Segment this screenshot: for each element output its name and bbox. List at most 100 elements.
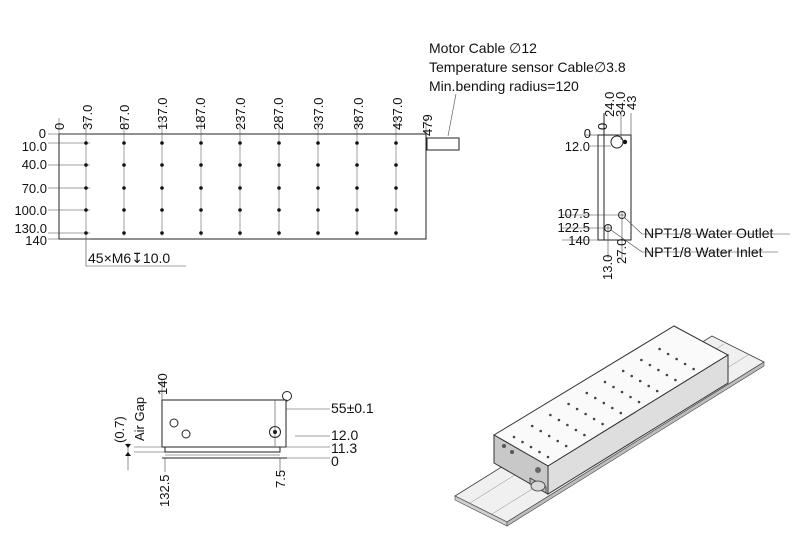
iso-hole	[567, 402, 570, 406]
mounting-hole	[84, 163, 88, 167]
side-x-dim-24: 24.0	[602, 92, 617, 117]
iso-hole	[538, 450, 541, 454]
motor-cable-note: Motor Cable ∅12	[429, 40, 537, 56]
iso-hole	[601, 422, 604, 426]
end-dim-0: 0	[331, 453, 339, 469]
top-y-dim-40: 40.0	[22, 157, 47, 172]
mounting-hole	[199, 163, 203, 167]
mounting-hole	[277, 231, 281, 235]
mounting-hole	[355, 231, 359, 235]
mounting-hole	[316, 163, 320, 167]
top-view: 0 37.0 87.0 137.0 187.0 237.0 287.0 337.…	[14, 97, 460, 267]
iso-hole	[612, 385, 615, 389]
iso-hole	[556, 439, 559, 443]
end-dim-55: 55±0.1	[331, 400, 374, 416]
mounting-hole	[122, 186, 126, 190]
mounting-hole	[238, 141, 242, 145]
mounting-hole	[355, 186, 359, 190]
mounting-hole	[199, 231, 203, 235]
top-x-dim-437: 437.0	[390, 97, 405, 130]
mounting-hole	[394, 231, 398, 235]
iso-coil-end-face	[493, 434, 549, 495]
mounting-hole	[84, 208, 88, 212]
side-bottom-dim-27: 27.0	[614, 239, 629, 264]
iso-hole	[529, 445, 533, 449]
iso-hole	[640, 358, 643, 362]
iso-hole	[675, 357, 678, 361]
top-x-dim-0: 0	[52, 123, 67, 130]
iso-hole-grid	[512, 347, 695, 459]
mounting-hole	[238, 186, 242, 190]
iso-hole	[574, 428, 578, 432]
iso-hole	[674, 378, 677, 382]
top-view-y-extension-lines	[48, 133, 90, 240]
mounting-hole	[277, 208, 281, 212]
side-x-dim-34: 34.0	[613, 92, 628, 117]
bending-radius-note: Min.bending radius=120	[429, 78, 579, 94]
mounting-hole	[316, 208, 320, 212]
cable-gland	[426, 137, 460, 151]
mounting-hole	[238, 231, 242, 235]
end-top-dim-140: 140	[155, 373, 170, 395]
iso-hole	[665, 373, 669, 377]
mounting-hole	[238, 208, 242, 212]
iso-hole	[602, 401, 606, 405]
end-dim-11-3: 11.3	[331, 440, 357, 456]
isometric-view	[454, 325, 765, 527]
top-x-dim-387: 387.0	[351, 97, 366, 130]
mounting-hole	[84, 186, 88, 190]
iso-hole	[666, 352, 670, 356]
mounting-hole	[394, 163, 398, 167]
mounting-hole	[122, 231, 126, 235]
iso-hole	[621, 369, 625, 373]
iso-hole	[547, 434, 551, 438]
iso-hole	[603, 380, 607, 384]
iso-hole	[638, 379, 642, 383]
end-dim-12: 12.0	[331, 427, 358, 443]
hole-callout-leader	[85, 236, 186, 267]
mounting-hole	[160, 231, 164, 235]
mounting-hole	[355, 163, 359, 167]
top-view-body	[58, 133, 427, 240]
end-view: 140 (0.7) Air Gap 55±0.1 12.0 11.3 0 132…	[112, 373, 374, 507]
side-y-dim-122-5: 122.5	[557, 220, 590, 235]
iso-hole	[637, 400, 641, 404]
mounting-hole	[277, 141, 281, 145]
mounting-hole	[122, 163, 126, 167]
iso-hole	[539, 429, 542, 433]
magnet-base-plate	[164, 447, 281, 453]
iso-hole	[657, 368, 660, 372]
iso-hole	[611, 406, 614, 410]
top-y-dim-70: 70.0	[22, 181, 47, 196]
iso-hole	[683, 362, 687, 366]
mounting-hole	[355, 141, 359, 145]
temperature-cable-note: Temperature sensor Cable∅3.8	[429, 59, 626, 75]
end-top-marker	[282, 391, 292, 401]
iso-hole	[648, 363, 652, 367]
mounting-hole	[122, 141, 126, 145]
top-x-dim-287: 287.0	[271, 97, 286, 130]
mounting-hole	[84, 141, 88, 145]
mounting-hole	[199, 186, 203, 190]
side-bottom-dim-13: 13.0	[600, 255, 615, 280]
iso-hole	[585, 391, 589, 395]
mounting-hole	[199, 141, 203, 145]
top-x-dim-37: 37.0	[80, 105, 95, 130]
iso-hole	[647, 384, 650, 388]
water-inlet-label: NPT1/8 Water Inlet	[644, 244, 763, 260]
mounting-hole	[160, 141, 164, 145]
mounting-hole	[277, 186, 281, 190]
top-x-dim-237: 237.0	[233, 97, 248, 130]
cable-connector-dot	[622, 139, 628, 145]
iso-hole	[620, 390, 624, 394]
iso-hole	[692, 367, 695, 371]
mounting-hole	[277, 163, 281, 167]
top-x-dim-337: 337.0	[311, 97, 326, 130]
side-y-dim-140: 140	[568, 233, 590, 248]
iso-hole	[629, 395, 632, 399]
iso-hole	[512, 435, 516, 439]
side-x-dim-0: 0	[595, 123, 610, 130]
iso-hole	[557, 418, 561, 422]
iso-hole	[592, 417, 596, 421]
end-bottom-dim-132-5: 132.5	[157, 474, 172, 507]
